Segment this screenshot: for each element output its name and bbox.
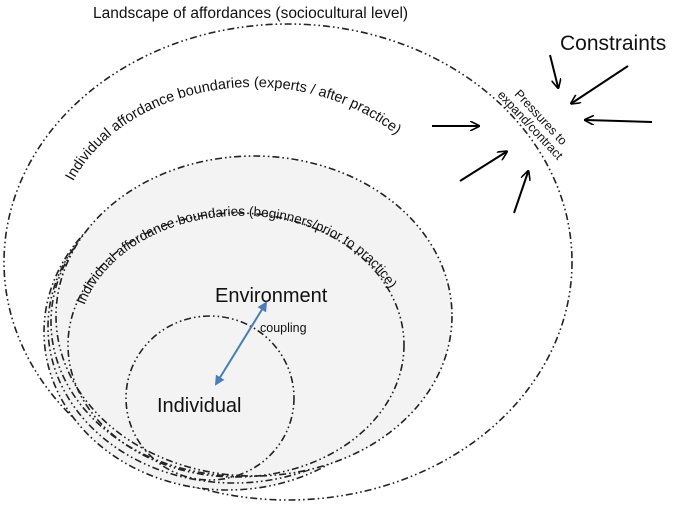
pressure-arrow-top	[549, 54, 558, 87]
constraints-label: Constraints	[560, 32, 666, 55]
beginners-boundary	[67, 212, 405, 478]
individual-label: Individual	[157, 395, 242, 417]
individual-boundary	[125, 315, 295, 481]
pressure-arrow-lower-left	[459, 152, 506, 182]
environment-label: Environment	[215, 285, 328, 307]
coupling-arrow	[214, 301, 268, 386]
experts-boundary	[55, 155, 453, 477]
pressure-arrow-bottom	[513, 172, 528, 214]
pressure-arrow-top-right	[572, 65, 629, 103]
landscape-label: Landscape of affordances (sociocultural …	[93, 5, 408, 22]
coupling-label: coupling	[260, 321, 307, 335]
landscape-boundary	[3, 23, 573, 501]
pressure-arrow-right	[586, 120, 653, 122]
